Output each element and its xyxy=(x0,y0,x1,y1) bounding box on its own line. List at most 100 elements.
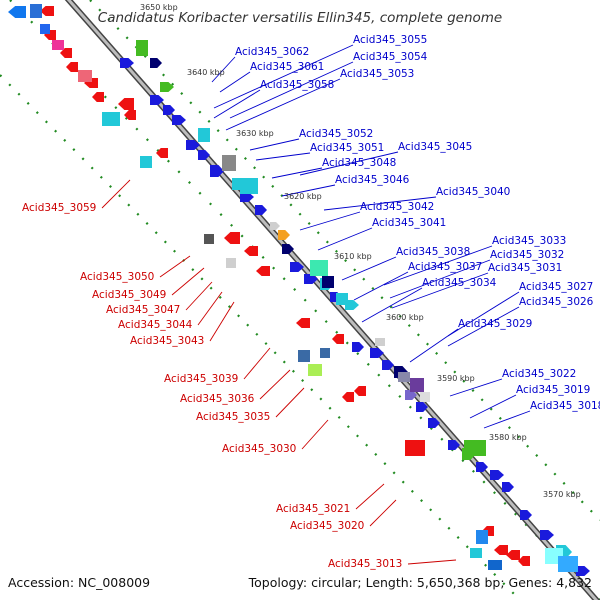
forward-gene-label[interactable]: Acid345_3042 xyxy=(360,201,434,213)
forward-gene-arrow[interactable] xyxy=(382,360,394,370)
reverse-gene-arrow[interactable] xyxy=(224,232,240,244)
gene-feature[interactable] xyxy=(320,348,330,358)
gene-feature[interactable] xyxy=(558,556,578,572)
forward-gene-arrow[interactable] xyxy=(186,140,200,150)
forward-gene-arrow[interactable] xyxy=(345,300,359,310)
reverse-gene-arrow[interactable] xyxy=(92,92,104,102)
forward-gene-label[interactable]: Acid345_3046 xyxy=(335,174,410,186)
forward-gene-label[interactable]: Acid345_3045 xyxy=(398,141,472,153)
forward-gene-arrow[interactable] xyxy=(290,262,304,272)
reverse-gene-arrow[interactable] xyxy=(342,392,354,402)
reverse-gene-label[interactable]: Acid345_3047 xyxy=(106,304,180,316)
forward-gene-arrow[interactable] xyxy=(405,390,417,400)
gene-feature[interactable] xyxy=(470,548,482,558)
reverse-gene-label[interactable]: Acid345_3050 xyxy=(80,271,154,283)
forward-gene-arrow[interactable] xyxy=(428,418,440,428)
forward-gene-arrow[interactable] xyxy=(240,192,254,202)
forward-gene-arrow[interactable] xyxy=(210,165,224,177)
forward-gene-label[interactable]: Acid345_3031 xyxy=(488,262,562,274)
reverse-gene-arrow[interactable] xyxy=(156,148,168,158)
forward-gene-label[interactable]: Acid345_3018 xyxy=(530,400,600,412)
forward-gene-label[interactable]: Acid345_3033 xyxy=(492,235,566,247)
reverse-gene-label[interactable]: Acid345_3030 xyxy=(222,443,296,455)
gene-feature[interactable] xyxy=(140,156,152,168)
gene-feature[interactable] xyxy=(204,234,214,244)
forward-gene-arrow[interactable] xyxy=(120,58,134,68)
reverse-gene-label[interactable]: Acid345_3043 xyxy=(130,335,204,347)
reverse-gene-arrow[interactable] xyxy=(244,246,258,256)
forward-gene-arrow[interactable] xyxy=(352,342,364,352)
gene-feature[interactable] xyxy=(410,378,424,392)
forward-gene-arrow[interactable] xyxy=(540,530,554,540)
forward-gene-label[interactable]: Acid345_3040 xyxy=(436,186,510,198)
gene-feature[interactable] xyxy=(198,128,210,142)
forward-gene-arrow[interactable] xyxy=(150,58,162,68)
reverse-gene-arrow[interactable] xyxy=(118,98,134,110)
forward-gene-label[interactable]: Acid345_3062 xyxy=(235,46,309,58)
gene-feature[interactable] xyxy=(336,293,348,305)
gene-feature[interactable] xyxy=(102,112,120,126)
forward-gene-label[interactable]: Acid345_3034 xyxy=(422,277,497,289)
forward-gene-arrow[interactable] xyxy=(416,402,428,412)
gene-feature[interactable] xyxy=(375,338,385,346)
forward-gene-label[interactable]: Acid345_3027 xyxy=(519,281,593,293)
forward-gene-label[interactable]: Acid345_3022 xyxy=(502,368,576,380)
reverse-gene-arrow[interactable] xyxy=(124,110,136,120)
reverse-gene-arrow[interactable] xyxy=(296,318,310,328)
gene-feature[interactable] xyxy=(226,258,236,268)
forward-gene-arrow[interactable] xyxy=(576,566,590,576)
reverse-gene-label[interactable]: Acid345_3039 xyxy=(164,373,238,385)
forward-gene-label[interactable]: Acid345_3054 xyxy=(353,51,428,63)
gene-feature[interactable] xyxy=(420,392,430,402)
reverse-gene-arrow[interactable] xyxy=(60,48,72,58)
forward-gene-label[interactable]: Acid345_3058 xyxy=(260,79,334,91)
gene-feature[interactable] xyxy=(476,530,488,544)
forward-gene-label[interactable]: Acid345_3038 xyxy=(396,246,470,258)
gene-feature[interactable] xyxy=(488,560,502,570)
gene-feature[interactable] xyxy=(464,440,486,456)
forward-gene-arrow[interactable] xyxy=(282,244,294,254)
forward-gene-label[interactable]: Acid345_3037 xyxy=(408,261,482,273)
reverse-gene-arrow[interactable] xyxy=(256,266,270,276)
forward-gene-arrow[interactable] xyxy=(278,230,290,240)
reverse-gene-arrow[interactable] xyxy=(506,550,520,560)
reverse-gene-label[interactable]: Acid345_3021 xyxy=(276,503,350,515)
forward-gene-label[interactable]: Acid345_3048 xyxy=(322,157,396,169)
reverse-gene-label[interactable]: Acid345_3059 xyxy=(22,202,96,214)
forward-gene-arrow[interactable] xyxy=(476,462,488,472)
forward-gene-arrow[interactable] xyxy=(490,470,504,480)
forward-gene-arrow[interactable] xyxy=(370,348,384,358)
gene-feature[interactable] xyxy=(310,260,328,276)
gene-feature[interactable] xyxy=(308,364,322,376)
forward-gene-arrow[interactable] xyxy=(270,222,280,230)
forward-gene-label[interactable]: Acid345_3029 xyxy=(458,318,532,330)
reverse-gene-label[interactable]: Acid345_3049 xyxy=(92,289,166,301)
gene-feature[interactable] xyxy=(240,178,258,194)
forward-gene-arrow[interactable] xyxy=(502,482,514,492)
forward-gene-arrow[interactable] xyxy=(163,105,175,115)
gene-feature[interactable] xyxy=(52,40,64,50)
gene-feature[interactable] xyxy=(40,24,50,34)
forward-gene-arrow[interactable] xyxy=(150,95,164,105)
forward-gene-arrow[interactable] xyxy=(198,150,210,160)
gene-feature[interactable] xyxy=(322,276,334,288)
reverse-gene-arrow[interactable] xyxy=(8,6,26,18)
forward-gene-arrow[interactable] xyxy=(255,205,267,215)
reverse-gene-label[interactable]: Acid345_3036 xyxy=(180,393,255,405)
reverse-gene-arrow[interactable] xyxy=(518,556,530,566)
forward-gene-label[interactable]: Acid345_3032 xyxy=(490,249,564,261)
gene-feature[interactable] xyxy=(405,440,425,456)
forward-gene-label[interactable]: Acid345_3041 xyxy=(372,217,446,229)
forward-gene-label[interactable]: Acid345_3019 xyxy=(516,384,590,396)
forward-gene-label[interactable]: Acid345_3055 xyxy=(353,34,427,46)
gene-feature[interactable] xyxy=(30,4,42,18)
forward-gene-arrow[interactable] xyxy=(448,440,460,450)
reverse-gene-arrow[interactable] xyxy=(354,386,366,396)
reverse-gene-arrow[interactable] xyxy=(66,62,78,72)
forward-gene-arrow[interactable] xyxy=(172,115,186,125)
forward-gene-label[interactable]: Acid345_3053 xyxy=(340,68,414,80)
gene-feature[interactable] xyxy=(298,350,310,362)
forward-gene-label[interactable]: Acid345_3026 xyxy=(519,296,594,308)
